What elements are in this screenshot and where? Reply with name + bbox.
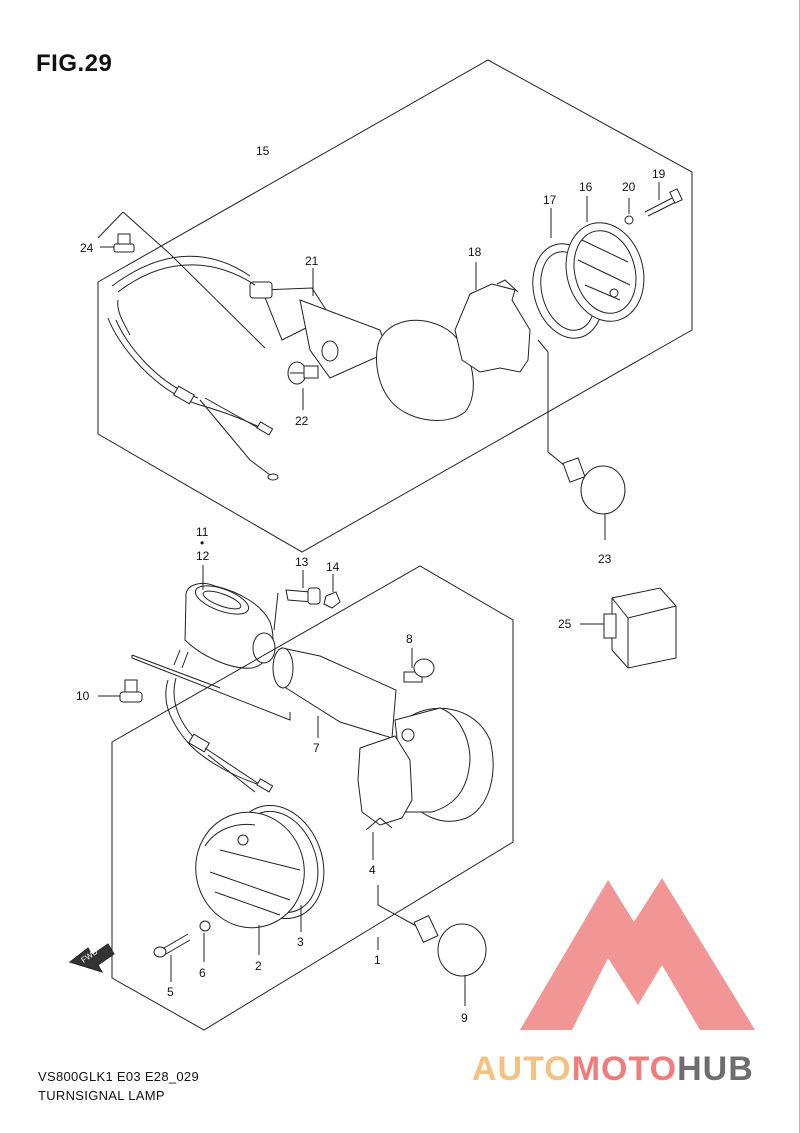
forward-direction-arrow xyxy=(68,943,115,973)
lower-lamp-housing xyxy=(374,707,494,822)
part-23-bulb xyxy=(547,400,626,540)
part-20-washer xyxy=(624,215,634,225)
callout-12: 12 xyxy=(196,549,210,563)
callout-8: 8 xyxy=(406,632,413,646)
upper-lamp-body xyxy=(376,319,474,421)
callout-18: 18 xyxy=(468,245,482,259)
part-5-screw xyxy=(153,933,191,982)
callout-1: 1 xyxy=(374,953,381,967)
part-16-lens xyxy=(565,196,645,322)
callout-2: 2 xyxy=(255,959,262,973)
part-8-screw xyxy=(403,648,435,683)
part-7-lamp-stay xyxy=(272,647,397,739)
assembly-frame-15 xyxy=(97,59,693,553)
part-10-bolt xyxy=(98,679,143,703)
part-9-bulb xyxy=(377,885,487,1006)
callout-dot: • xyxy=(200,536,204,550)
watermark-part-auto: AUTO xyxy=(472,1050,572,1088)
callout-3: 3 xyxy=(297,935,304,949)
watermark-text: AUTOMOTOHUB xyxy=(472,1050,754,1089)
part-6-washer xyxy=(199,920,211,932)
wire-harness-lower xyxy=(165,679,261,786)
callout-21: 21 xyxy=(305,254,319,268)
assembly-frame-1 xyxy=(111,565,514,1031)
callout-19: 19 xyxy=(652,167,666,181)
figure-title: FIG.29 xyxy=(36,50,113,77)
callout-13: 13 xyxy=(295,555,309,569)
assembly-name: TURNSIGNAL LAMP xyxy=(38,1088,165,1103)
callout-9: 9 xyxy=(461,1011,468,1025)
watermark-part-hub: HUB xyxy=(677,1050,754,1088)
part-22-screw xyxy=(287,361,319,410)
callout-23: 23 xyxy=(598,552,612,566)
model-code: VS800GLK1 E03 E28_029 xyxy=(38,1069,199,1084)
wire-harness-upper xyxy=(117,264,256,293)
part-25-relay xyxy=(580,587,677,669)
part-18-gasket xyxy=(454,262,531,373)
callout-14: 14 xyxy=(326,560,340,574)
callout-11: 11 xyxy=(196,525,209,539)
part-21-lamp-stay xyxy=(249,268,389,379)
callout-5: 5 xyxy=(167,985,174,999)
part-13-bolt xyxy=(285,570,321,605)
watermark-part-moto: MOTO xyxy=(571,1050,678,1088)
automotohub-logo-mark xyxy=(520,878,755,1030)
part-2-lens xyxy=(195,811,305,955)
callout-15: 15 xyxy=(256,144,270,158)
callout-10: 10 xyxy=(76,689,90,703)
callout-16: 16 xyxy=(579,180,593,194)
part-24-bolt xyxy=(100,233,135,253)
part-19-screw xyxy=(644,182,683,217)
callout-6: 6 xyxy=(199,966,206,980)
callout-17: 17 xyxy=(543,193,557,207)
callout-25: 25 xyxy=(558,617,572,631)
callout-20: 20 xyxy=(622,180,636,194)
part-14-nut xyxy=(323,574,341,609)
part-4-gasket xyxy=(357,735,413,860)
callout-24: 24 xyxy=(80,241,94,255)
callout-4: 4 xyxy=(369,863,376,877)
part-12-bracket xyxy=(173,565,276,669)
callout-22: 22 xyxy=(295,414,309,428)
callout-7: 7 xyxy=(313,741,320,755)
